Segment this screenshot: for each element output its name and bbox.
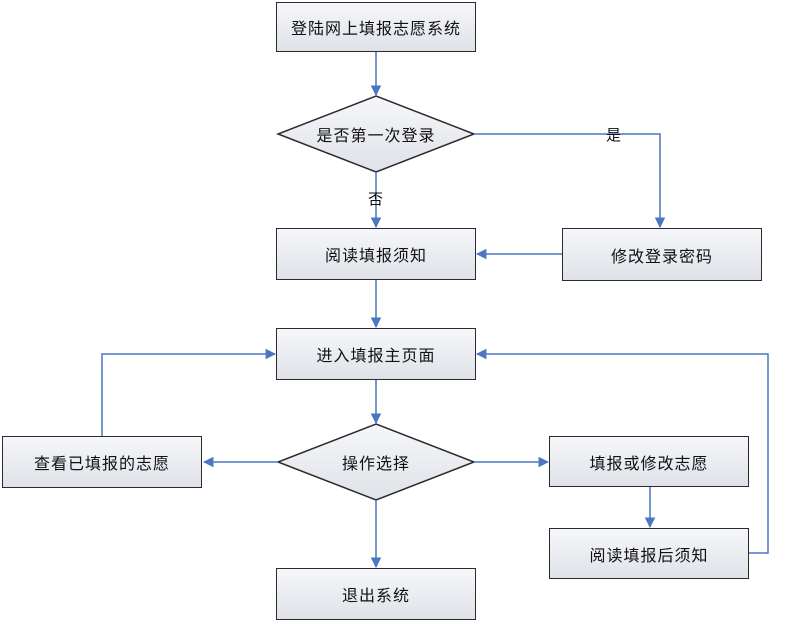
node-operation: 操作选择 [278,424,474,500]
node-login-label: 登陆网上填报志愿系统 [290,19,461,38]
node-read-notice: 阅读填报须知 [276,228,476,280]
node-main-page: 进入填报主页面 [276,328,476,380]
node-exit-label: 退出系统 [341,586,410,605]
edge-label-no: 否 [368,190,384,208]
node-login: 登陆网上填报志愿系统 [276,2,476,52]
node-view-filled-label: 查看已填报的志愿 [33,454,170,473]
node-change-password: 修改登录密码 [562,228,762,281]
node-read-notice-label: 阅读填报须知 [324,246,427,265]
node-fill-modify-label: 填报或修改志愿 [589,453,709,473]
node-first-login-label: 是否第一次登录 [316,126,436,145]
node-main-page-label: 进入填报主页面 [316,346,436,365]
edge-label-yes: 是 [606,126,622,144]
arrow-view-loop-to-main [101,348,277,436]
node-operation-label: 操作选择 [341,454,410,473]
node-fill-modify: 填报或修改志愿 [549,436,749,487]
node-read-after-notice-label: 阅读填报后须知 [589,545,709,565]
node-read-after-notice: 阅读填报后须知 [549,528,749,579]
node-view-filled: 查看已填报的志愿 [2,436,202,488]
node-exit: 退出系统 [276,568,476,620]
node-change-password-label: 修改登录密码 [610,246,713,266]
node-first-login: 是否第一次登录 [278,96,474,172]
arrow-after-notice-loop-to-main [475,348,769,554]
arrow-yes-to-change-password [474,133,666,229]
